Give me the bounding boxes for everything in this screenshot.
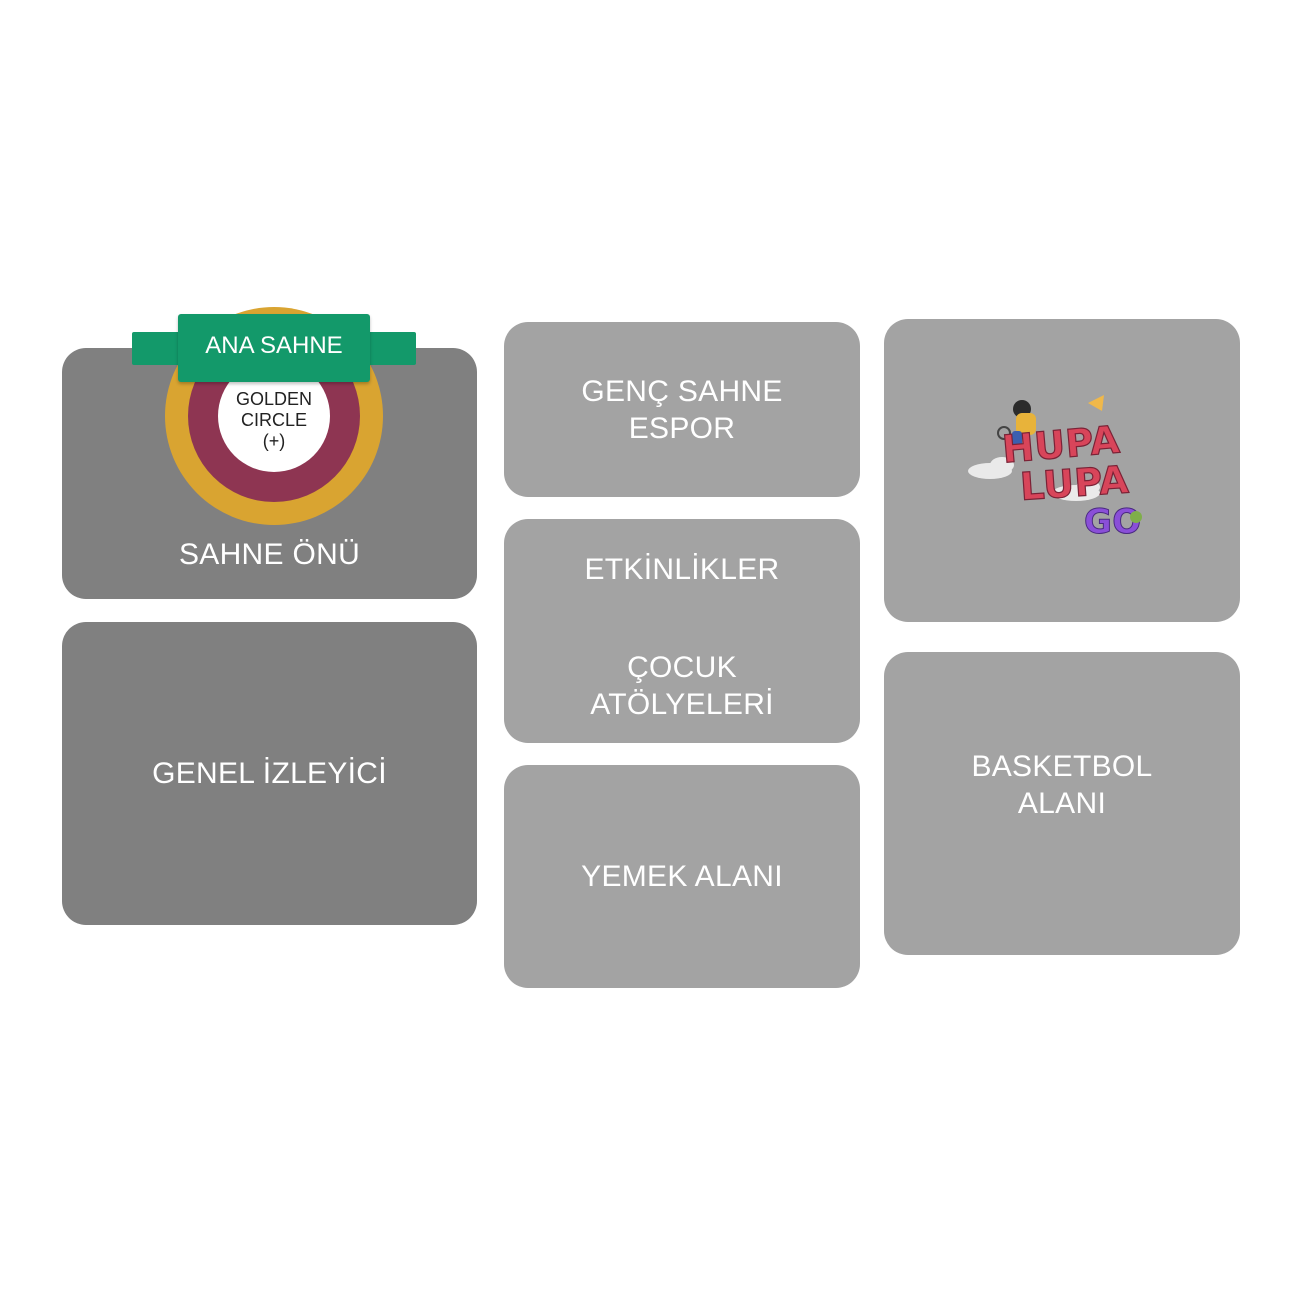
- golden-circle-label-line2: CIRCLE: [240, 409, 307, 430]
- zone-label-basketbol: BASKETBOL ALANI: [971, 749, 1153, 820]
- golden-circle-label-line1: GOLDEN: [235, 388, 313, 409]
- ana-sahne-stage[interactable]: ANA SAHNE: [178, 314, 370, 382]
- hupa-lupa-go-logo: HUPA LUPA GO: [968, 395, 1142, 543]
- zone-genel-izleyici[interactable]: GENEL İZLEYİCİ: [62, 622, 477, 925]
- zone-label-cocuk-atolyeleri: ÇOCUK ATÖLYELERİ: [590, 651, 774, 721]
- zone-hupa-lupa-go[interactable]: HUPA LUPA GO: [884, 319, 1240, 622]
- logo-word-go: GO: [1084, 502, 1141, 542]
- zone-label-etkinlikler: ETKİNLİKLER: [584, 553, 780, 586]
- ana-sahne-label: ANA SAHNE: [205, 332, 343, 359]
- zone-label-genc-sahne: GENÇ SAHNE ESPOR: [581, 374, 783, 445]
- zone-basketbol-alani[interactable]: BASKETBOL ALANI: [884, 652, 1240, 955]
- logo-word-hupa: HUPA: [1001, 417, 1122, 471]
- zone-label-sahne-onu: SAHNE ÖNÜ: [178, 538, 361, 571]
- zone-label-yemek-alani: YEMEK ALANI: [581, 860, 783, 893]
- zone-label-genel-izleyici: GENEL İZLEYİCİ: [152, 757, 387, 790]
- zone-yemek-alani[interactable]: YEMEK ALANI: [504, 765, 860, 988]
- zone-etkinlikler[interactable]: ETKİNLİKLER ÇOCUK ATÖLYELERİ: [504, 519, 860, 743]
- golden-circle-label-line3: (+): [262, 430, 286, 451]
- zone-genc-sahne-espor[interactable]: GENÇ SAHNE ESPOR: [504, 322, 860, 497]
- logo-word-lupa: LUPA: [1019, 458, 1131, 509]
